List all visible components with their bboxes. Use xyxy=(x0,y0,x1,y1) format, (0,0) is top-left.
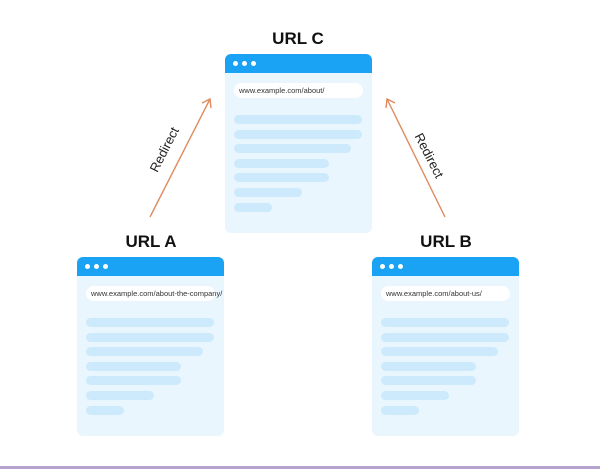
url-a-title: URL A xyxy=(125,232,177,251)
content-placeholder-line xyxy=(234,158,329,168)
address-bar: www.example.com/about-us/ xyxy=(381,286,510,301)
address-bar: www.example.com/about/ xyxy=(234,83,363,98)
redirect-arrow-a xyxy=(149,97,212,218)
dot-icon xyxy=(103,264,108,269)
content-placeholder-line xyxy=(234,202,272,212)
content-placeholder-line xyxy=(234,115,362,124)
content-placeholder-line xyxy=(86,391,154,400)
browser-window-c: www.example.com/about/ xyxy=(225,54,372,233)
content-placeholder-line xyxy=(381,376,476,386)
content-placeholder-line xyxy=(86,405,124,415)
dot-icon xyxy=(398,264,403,269)
content-placeholder-line xyxy=(381,391,449,400)
content-placeholder-line xyxy=(381,405,419,415)
content-placeholder-line xyxy=(86,347,203,357)
content-placeholder-line xyxy=(86,376,181,386)
window-header xyxy=(372,257,519,276)
redirect-arrow-b xyxy=(385,97,446,218)
dot-icon xyxy=(380,264,385,269)
content-placeholder-line xyxy=(234,144,351,154)
content-placeholder-line xyxy=(381,332,509,342)
content-placeholder-line xyxy=(86,361,181,371)
browser-window-a: www.example.com/about-the-company/ xyxy=(77,257,224,436)
dot-icon xyxy=(251,61,256,66)
content-placeholder-line xyxy=(381,318,509,327)
url-b-title: URL B xyxy=(420,232,472,251)
dot-icon xyxy=(389,264,394,269)
content-placeholder-line xyxy=(234,129,362,139)
dot-icon xyxy=(85,264,90,269)
window-header xyxy=(77,257,224,276)
window-header xyxy=(225,54,372,73)
content-placeholder-line xyxy=(234,188,302,197)
bottom-border xyxy=(0,466,600,469)
browser-window-b: www.example.com/about-us/ xyxy=(372,257,519,436)
dot-icon xyxy=(94,264,99,269)
content-placeholder-line xyxy=(381,361,476,371)
content-placeholder-line xyxy=(381,347,498,357)
content-placeholder-line xyxy=(86,318,214,327)
dot-icon xyxy=(242,61,247,66)
content-placeholder-line xyxy=(234,173,329,183)
content-placeholder-line xyxy=(86,332,214,342)
dot-icon xyxy=(233,61,238,66)
url-c-title: URL C xyxy=(272,29,324,48)
address-bar: www.example.com/about-the-company/ xyxy=(86,286,222,301)
